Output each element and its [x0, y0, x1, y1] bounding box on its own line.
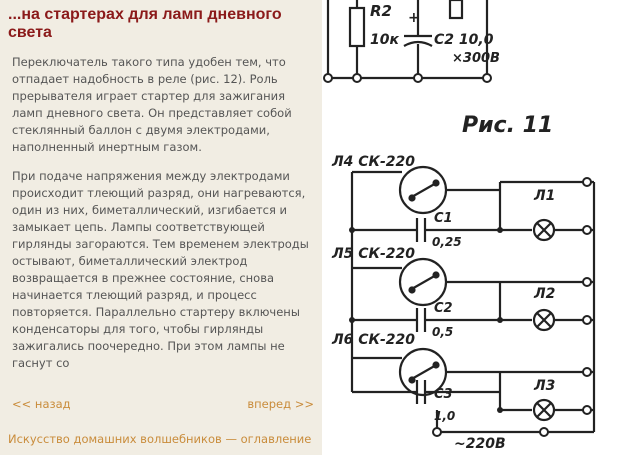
c2-top-label: C2 10,0: [434, 32, 494, 48]
supply-label: ~220В: [454, 436, 506, 452]
lamp-2-label: Л2: [533, 286, 555, 302]
article-paragraph-1: Переключатель такого типа удобен тем, чт…: [12, 55, 292, 154]
article-title: ...на стартерах для ламп дневного света: [8, 6, 282, 41]
cap-1-label: C1: [434, 211, 453, 226]
pagination: << назад вперед >>: [12, 397, 314, 413]
circuit-figure: R2 10к + C2 10,0 ×300В Рис. 11 Л4 СК-220…: [322, 0, 640, 455]
cap-3-value: 1,0: [434, 409, 455, 423]
resistor-r2: [348, 6, 366, 48]
r2-label: R2: [370, 2, 392, 20]
table-of-contents-link[interactable]: Искусство домашних волшебников — оглавле…: [8, 432, 312, 446]
prev-link[interactable]: << назад: [12, 397, 71, 411]
article-panel: ...на стартерах для ламп дневного света …: [0, 0, 322, 455]
starter-3-label: Л6 СК-220: [331, 332, 415, 348]
lamp-3-label: Л3: [533, 378, 555, 394]
cap-2-value: 0,5: [432, 325, 453, 339]
cap-3-label: C3: [434, 387, 453, 402]
starter-2-label: Л5 СК-220: [331, 246, 415, 262]
c2-top-voltage: ×300В: [452, 51, 500, 66]
article-paragraph-2: При подаче напряжения между электродами …: [12, 169, 309, 370]
starter-1-label: Л4 СК-220: [331, 154, 415, 170]
r2-value: 10к: [370, 32, 399, 48]
figure-caption: Рис. 11: [462, 113, 553, 138]
cap-1-value: 0,25: [432, 235, 462, 249]
cap-2-label: C2: [434, 301, 453, 316]
lamp-1-label: Л1: [533, 188, 555, 204]
plus-sign: +: [408, 10, 420, 26]
circuit-diagram: R2 10к + C2 10,0 ×300В Рис. 11 Л4 СК-220…: [323, 0, 596, 452]
next-link[interactable]: вперед >>: [247, 397, 314, 411]
